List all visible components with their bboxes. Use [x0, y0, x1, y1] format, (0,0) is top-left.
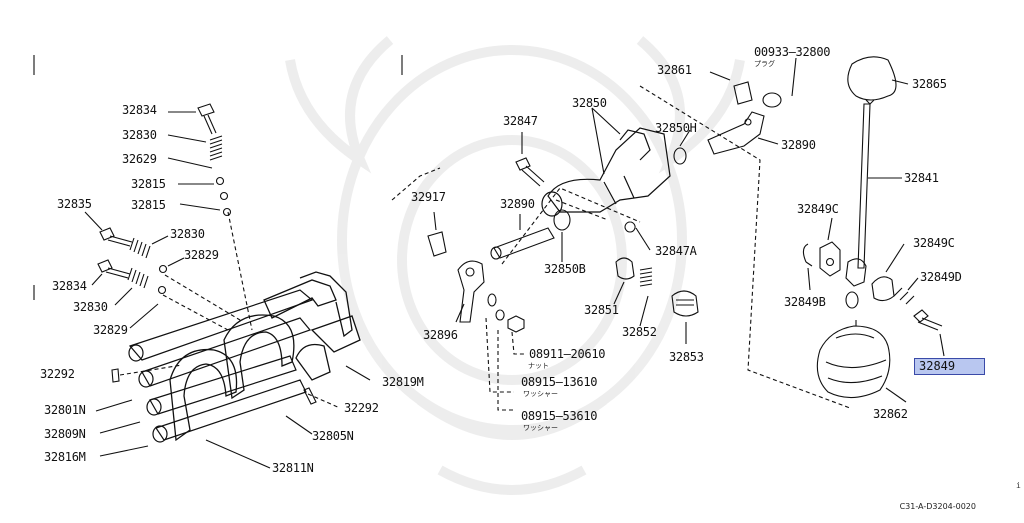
plug-32853: [671, 290, 699, 317]
spring-32830-low: [127, 267, 149, 289]
label-32849D: 32849D: [920, 270, 962, 284]
lever-32896: [457, 260, 485, 323]
ball-32829-a: [158, 264, 168, 274]
highlighted-part-32849[interactable]: 32849: [914, 358, 985, 375]
ball-32815-a: [219, 191, 229, 201]
label-32896: 32896: [423, 328, 458, 342]
shaft-32890: [493, 227, 555, 259]
label-32830-top: 32830: [122, 128, 157, 142]
label-32853: 32853: [669, 350, 704, 364]
label-32819M: 32819M: [382, 375, 424, 389]
o-ring-32850H: [673, 147, 687, 165]
label-32834-bottom: 32834: [52, 279, 87, 293]
label-32847A: 32847A: [655, 244, 697, 258]
label-plug-jp: プラグ: [754, 60, 775, 68]
label-32851: 32851: [584, 303, 619, 317]
label-32849B: 32849B: [784, 295, 826, 309]
label-32850: 32850: [572, 96, 607, 110]
washer-32847A: [624, 221, 636, 233]
label-32917: 32917: [411, 190, 446, 204]
watermark-emblem: [285, 36, 745, 495]
knob-32865: [847, 56, 897, 101]
spring-32830-top: [209, 135, 223, 161]
label-32861: 32861: [657, 63, 692, 77]
label-00933-32800: 00933—32800: [754, 45, 831, 59]
label-32852: 32852: [622, 325, 657, 339]
shift-forks: [169, 271, 361, 442]
label-32816M: 32816M: [44, 450, 86, 464]
bushing-32849C-left: [819, 241, 841, 277]
bolt-32835: [99, 227, 133, 247]
boot-32862: [816, 325, 891, 399]
label-32830-low: 32830: [73, 300, 108, 314]
label-32865: 32865: [912, 77, 947, 91]
label-32847: 32847: [503, 114, 538, 128]
label-32850B: 32850B: [544, 262, 586, 276]
bolt-32847: [515, 157, 545, 187]
ball-32815-b: [222, 207, 232, 217]
ball-32629: [215, 176, 225, 186]
label-32829-a: 32829: [184, 248, 219, 262]
label-32809N: 32809N: [44, 427, 86, 441]
label-32890-shaft: 32890: [500, 197, 535, 211]
label-32829-b: 32829: [93, 323, 128, 337]
edge-mark: i: [1016, 481, 1021, 490]
spring-32830-mid: [129, 237, 151, 259]
collar-32861: [733, 81, 753, 105]
o-ring-32850B: [553, 209, 571, 231]
diagram-code: C31-A-D3204-0020: [899, 502, 976, 511]
o-ring-00933: [762, 92, 782, 108]
label-08911-20610: 08911—20610: [529, 347, 606, 361]
label-08915-13610: 08915—13610: [521, 375, 598, 389]
pin-32292-right: [303, 387, 317, 405]
label-32629: 32629: [122, 152, 157, 166]
pin-32917: [427, 231, 447, 257]
label-32841: 32841: [904, 171, 939, 185]
label-32835: 32835: [57, 197, 92, 211]
label-32862: 32862: [873, 407, 908, 421]
label-32292-right: 32292: [344, 401, 379, 415]
label-32292-left: 32292: [40, 367, 75, 381]
label-washer-jp-b: ワッシャー: [523, 424, 558, 432]
label-32815-b: 32815: [131, 198, 166, 212]
label-32890-joint: 32890: [781, 138, 816, 152]
label-nut-jp: ナット: [528, 362, 549, 370]
bolt-32834-top: [197, 103, 217, 135]
label-32849C-right: 32849C: [913, 236, 955, 250]
bolt-32849: [913, 309, 943, 331]
label-32850H: 32850H: [655, 121, 697, 135]
washer-08915b: [495, 309, 505, 321]
label-08915-53610: 08915—53610: [521, 409, 598, 423]
label-32849C-left: 32849C: [797, 202, 839, 216]
label-32815-a: 32815: [131, 177, 166, 191]
spring-32852: [639, 267, 653, 287]
shift-rods: [128, 289, 314, 443]
bushing-32851: [615, 257, 635, 280]
spring-32849D: [893, 287, 915, 305]
bolt-32834-bottom: [97, 259, 131, 279]
label-32811N: 32811N: [272, 461, 314, 475]
label-32805N: 32805N: [312, 429, 354, 443]
pin-32292-left: [111, 368, 120, 383]
label-32830-mid: 32830: [170, 227, 205, 241]
label-32834-top: 32834: [122, 103, 157, 117]
striking-rod-32850: [541, 127, 671, 217]
label-32801N: 32801N: [44, 403, 86, 417]
ball-32829-b: [157, 285, 167, 295]
bushing-32849C-right: [871, 276, 895, 302]
nut-08911: [507, 315, 525, 333]
washer-08915: [487, 293, 497, 307]
shift-lever-32841: [857, 103, 871, 269]
snap-ring-32849B: [802, 243, 813, 267]
label-washer-jp-a: ワッシャー: [523, 390, 558, 398]
